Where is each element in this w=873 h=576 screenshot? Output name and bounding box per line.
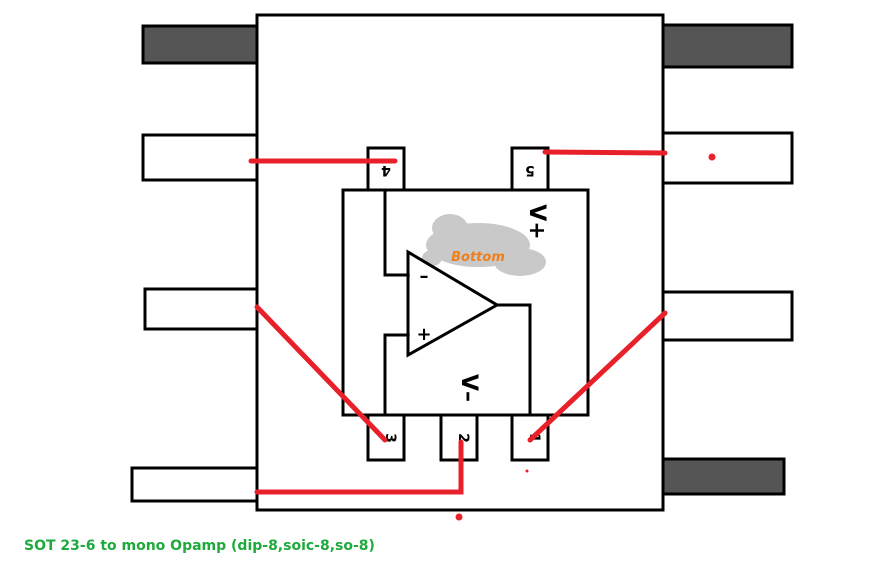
pad-right-8-unused	[661, 23, 794, 69]
bottom-label: Bottom	[451, 250, 505, 265]
output-wire	[497, 303, 532, 415]
pad-left-1-unused	[141, 24, 259, 65]
adapter-wires	[248, 149, 668, 495]
wire-dot-below-package	[455, 513, 463, 521]
sot-pin-number-bottom-left: 3	[382, 433, 398, 443]
pad-left-3	[143, 287, 259, 331]
wire-pad4-to-sot2	[254, 439, 464, 495]
diagram-caption: SOT 23-6 to mono Opamp (dip-8,soic-8,so-…	[24, 538, 375, 554]
wire-pad6-to-sot1	[527, 310, 668, 443]
sot-pin-number-bottom-middle: 2	[455, 433, 471, 443]
wire-dot-sot1	[525, 469, 529, 473]
inverting-input-symbol: –	[420, 266, 429, 287]
wire-sot5-to-pad7	[542, 149, 668, 156]
sot-pin-number-top-right: 5	[525, 162, 535, 178]
erased-scribble-area	[422, 214, 546, 276]
sot-pin-number-top-left: 4	[381, 162, 391, 178]
pad-right-7	[661, 131, 794, 185]
sot-pin-top-right	[510, 146, 550, 192]
noninverting-input-symbol: +	[416, 324, 431, 345]
opamp-triangle-symbol	[406, 249, 500, 358]
vplus-label: V+	[524, 204, 549, 239]
vminus-label: V–	[456, 374, 481, 402]
inverting-input-wire	[383, 190, 410, 277]
pad-left-2	[141, 133, 259, 182]
wire-pad3-to-sot3	[254, 304, 388, 443]
noninverting-input-wire	[383, 333, 410, 415]
pad-right-5-unused	[661, 457, 786, 496]
pad-left-4	[130, 466, 259, 503]
wire-dot-pad7	[708, 153, 716, 161]
pad-right-6	[661, 290, 794, 342]
